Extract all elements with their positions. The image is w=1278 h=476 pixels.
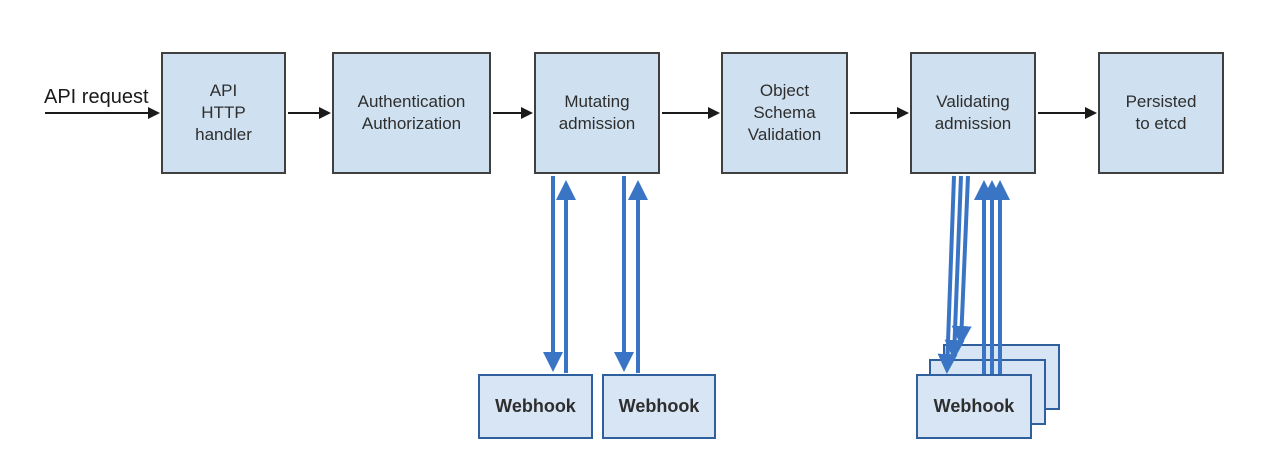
mutating-webhook-arrows <box>543 176 648 373</box>
node-object-schema-validation: Object Schema Validation <box>721 52 848 174</box>
mutating-webhook-2: Webhook <box>602 374 716 439</box>
arrow-validating-to-webhook-front <box>937 175 958 374</box>
node-mutating-admission: Mutating admission <box>534 52 660 174</box>
node-api-http-handler: API HTTP handler <box>161 52 286 174</box>
mutating-webhook-1: Webhook <box>478 374 593 439</box>
node-persisted-to-etcd: Persisted to etcd <box>1098 52 1224 174</box>
node-validating-admission: Validating admission <box>910 52 1036 174</box>
node-authentication-authorization: Authentication Authorization <box>332 52 491 174</box>
validating-webhook-stack-front: Webhook <box>916 374 1032 439</box>
arrow-validating-to-webhook-back <box>951 175 972 346</box>
arrow-validating-to-webhook-middle <box>944 175 965 360</box>
api-request-label: API request <box>44 86 149 108</box>
